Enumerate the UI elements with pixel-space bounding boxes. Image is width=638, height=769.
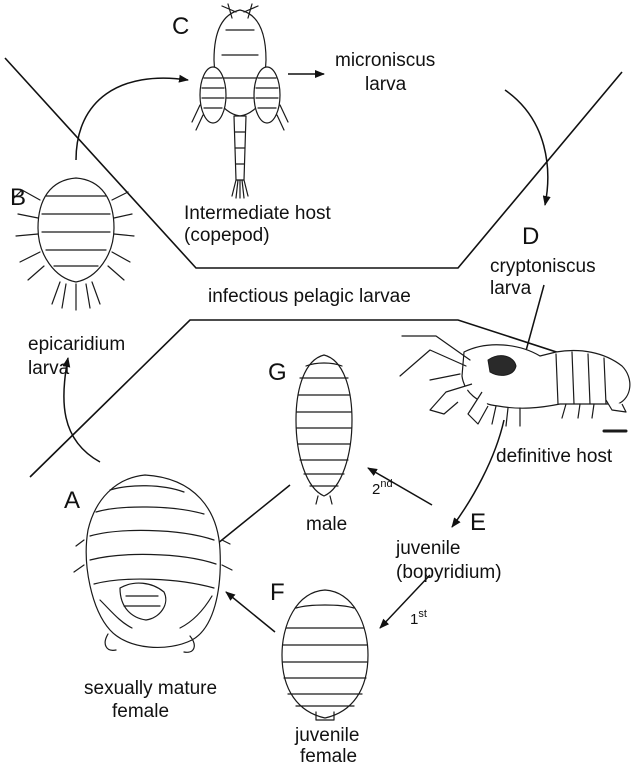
arrow-microniscus-to-d (505, 90, 548, 205)
arrow-f-to-a (226, 592, 275, 632)
label-infectious-pelagic-larvae: infectious pelagic larvae (208, 286, 411, 307)
order-second-suffix: nd (380, 478, 392, 490)
label-cryptoniscus: cryptoniscus (490, 256, 596, 277)
epicaridium-larva-illustration (14, 178, 134, 310)
order-first-suffix: st (418, 608, 427, 620)
stage-letter-a: A (64, 487, 80, 514)
label-microniscus: microniscus (335, 50, 435, 71)
stage-letter-g: G (268, 359, 287, 386)
label-juvenile-female: female (300, 746, 357, 767)
label-intermediate-host-copepod: (copepod) (184, 225, 270, 246)
sexually-mature-female-illustration (74, 475, 232, 652)
male-illustration (296, 355, 352, 504)
label-juvenile-bopyridium: juvenile (395, 538, 460, 559)
label-intermediate-host: Intermediate host (184, 203, 332, 224)
label-microniscus-larva: larva (365, 74, 407, 95)
stage-letter-c: C (172, 13, 189, 40)
label-cryptoniscus-larva: larva (490, 278, 532, 299)
stage-letter-f: F (270, 579, 285, 606)
stage-letter-b: B (10, 184, 26, 211)
copepod-illustration (192, 4, 288, 198)
stage-letter-d: D (522, 223, 539, 250)
juvenile-female-illustration (282, 590, 368, 720)
label-definitive-host: definitive host (496, 446, 613, 467)
order-label-second: 2nd (372, 478, 393, 498)
definitive-host-shrimp-illustration (400, 336, 630, 431)
label-epicaridium-larva: larva (28, 358, 70, 379)
label-juvenile-female-juvenile: juvenile (294, 725, 359, 746)
label-sexually-mature-female: female (112, 701, 169, 722)
order-label-first: 1st (410, 608, 427, 628)
arrow-a-to-b (64, 358, 100, 462)
label-epicaridium: epicaridium (28, 334, 125, 355)
label-male: male (306, 514, 347, 535)
label-bopyridium: (bopyridium) (396, 562, 502, 583)
order-second-number: 2 (372, 481, 380, 498)
order-first-number: 1 (410, 611, 418, 628)
stage-letter-e: E (470, 509, 486, 536)
label-sexually-mature: sexually mature (84, 678, 217, 699)
arrow-b-to-c (76, 78, 188, 160)
